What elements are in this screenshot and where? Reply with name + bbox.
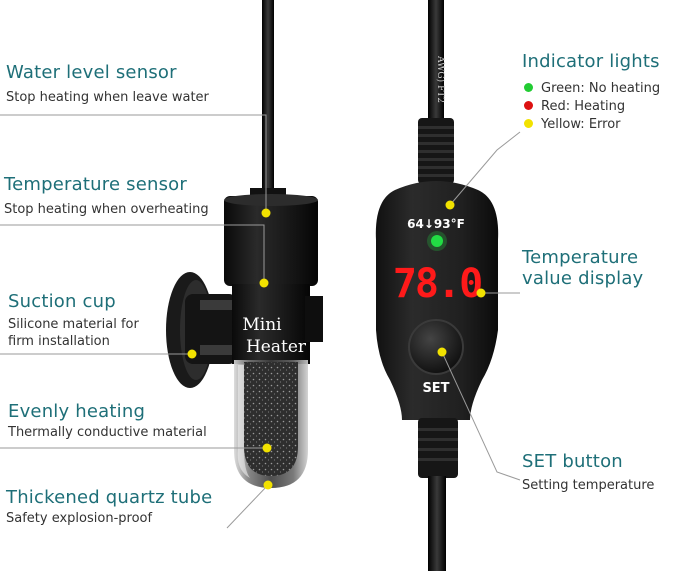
water-level-desc: Stop heating when leave water — [6, 90, 209, 105]
suction-cup-title: Suction cup — [8, 291, 116, 312]
temperature-display-title-line1: Temperature — [522, 247, 639, 268]
green-dot-icon — [524, 83, 533, 92]
heater-body-shape — [224, 188, 323, 364]
callout-dots — [187, 200, 486, 490]
heater-label-line2: Heater — [246, 337, 307, 357]
controller-body-shape — [375, 181, 499, 420]
callout-dot-set-button — [437, 347, 447, 357]
evenly-heating-title: Evenly heating — [8, 401, 146, 422]
quartz-tube-desc: Safety explosion-proof — [6, 511, 153, 526]
yellow-dot-icon — [524, 119, 533, 128]
suction-cup-shape — [166, 272, 237, 388]
temperature-display: 78.0 — [393, 261, 481, 307]
quartz-tube-shape — [234, 360, 308, 488]
temperature-display-title-line2: value display — [522, 268, 644, 289]
indicator-lights-title: Indicator lights — [522, 51, 660, 72]
callout-dot-water-level — [261, 208, 271, 218]
indicator-red: Red: Heating — [524, 99, 625, 114]
set-label: SET — [422, 381, 449, 396]
callout-lines — [0, 114, 521, 529]
controller-cable-top — [428, 0, 444, 130]
set-button-desc: Setting temperature — [522, 478, 655, 493]
callout-dot-temperature-sensor — [259, 278, 269, 288]
temperature-sensor-desc: Stop heating when overheating — [4, 202, 209, 217]
strain-relief-bottom — [418, 418, 458, 478]
status-led — [431, 235, 443, 247]
heater-label-line1: Mini — [242, 315, 282, 335]
indicator-green: Green: No heating — [524, 81, 660, 96]
water-level-title: Water level sensor — [6, 62, 177, 83]
red-dot-icon — [524, 101, 533, 110]
callout-dot-quartz-tube — [263, 480, 273, 490]
callout-dot-evenly-heating — [262, 443, 272, 453]
set-button-title: SET button — [522, 451, 623, 472]
callout-dot-display — [476, 288, 486, 298]
evenly-heating-desc: Thermally conductive material — [8, 425, 207, 440]
indicator-yellow: Yellow: Error — [524, 117, 621, 132]
callout-dot-indicator — [445, 200, 455, 210]
controller-cable-bottom — [428, 476, 446, 571]
strain-relief-top — [418, 118, 454, 184]
cable-print: AWG) FT2 — [435, 55, 446, 103]
suction-cup-desc-line2: firm installation — [8, 334, 110, 349]
range-text: 64↓93°F — [407, 217, 465, 231]
callout-dot-suction-cup — [187, 349, 197, 359]
set-button[interactable] — [408, 319, 464, 375]
suction-cup-desc-line1: Silicone material for — [8, 317, 139, 332]
heater-cable — [262, 0, 274, 200]
quartz-tube-title: Thickened quartz tube — [6, 487, 213, 508]
temperature-sensor-title: Temperature sensor — [4, 174, 187, 195]
